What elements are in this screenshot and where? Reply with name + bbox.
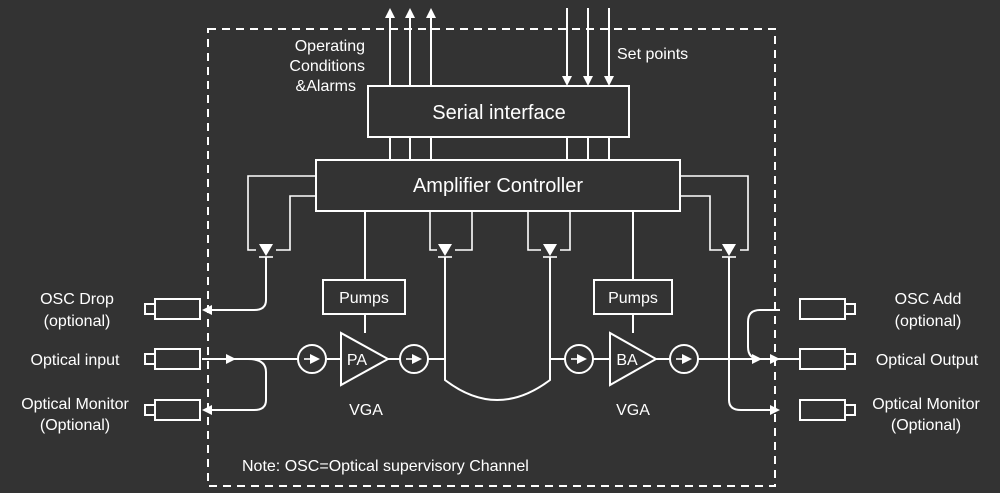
pumps-left-label: Pumps bbox=[339, 290, 389, 307]
osc-drop-label-2: (optional) bbox=[44, 313, 111, 330]
osc-drop-label-1: OSC Drop bbox=[40, 291, 114, 308]
module-boundary bbox=[207, 28, 776, 487]
isolator-4 bbox=[669, 344, 699, 374]
internal-bus-lines bbox=[389, 137, 610, 160]
set-points-label: Set points bbox=[617, 46, 688, 63]
pumps-right-box bbox=[593, 279, 673, 315]
connector-optical-monitor-left bbox=[144, 399, 201, 421]
output-tap-couplers bbox=[728, 276, 780, 415]
pa-amplifier bbox=[340, 331, 391, 387]
photodiode-right-inner bbox=[527, 211, 571, 356]
photodiode-left-inner bbox=[429, 211, 473, 356]
set-point-input-arrows bbox=[562, 8, 614, 86]
isolator-2 bbox=[399, 344, 429, 374]
connector-optical-output bbox=[799, 348, 856, 370]
amplifier-controller-box bbox=[315, 159, 681, 212]
optical-monitor-right-label-1: Optical Monitor bbox=[872, 396, 980, 413]
connector-osc-add bbox=[799, 298, 856, 320]
optical-input-label: Optical input bbox=[31, 352, 120, 369]
vga-right-label: VGA bbox=[616, 402, 650, 419]
input-tap-couplers bbox=[202, 276, 267, 415]
interstage-fiber-arc bbox=[444, 356, 551, 401]
photodiode-left-outer bbox=[247, 175, 316, 276]
isolator-1 bbox=[297, 344, 327, 374]
optical-monitor-left-label-2: (Optional) bbox=[40, 417, 110, 434]
vga-left-label: VGA bbox=[349, 402, 383, 419]
pa-label: PA bbox=[347, 352, 367, 369]
ba-label: BA bbox=[616, 352, 638, 369]
isolator-3 bbox=[564, 344, 594, 374]
osc-add-label-1: OSC Add bbox=[895, 291, 962, 308]
ba-amplifier bbox=[609, 331, 659, 387]
status-output-arrows bbox=[385, 8, 436, 86]
optical-output-label: Optical Output bbox=[876, 352, 979, 369]
optical-monitor-right-label-2: (Optional) bbox=[891, 417, 961, 434]
amplifier-controller-label: Amplifier Controller bbox=[413, 175, 583, 197]
connector-optical-input bbox=[144, 348, 201, 370]
footnote: Note: OSC=Optical supervisory Channel bbox=[242, 458, 529, 475]
serial-interface-label: Serial interface bbox=[432, 102, 565, 124]
operating-conditions-label-2: Conditions bbox=[289, 58, 365, 75]
operating-conditions-label-1: Operating bbox=[295, 38, 365, 55]
pumps-left-box bbox=[322, 279, 406, 315]
photodiode-right-outer bbox=[680, 175, 749, 276]
optical-monitor-left-label-1: Optical Monitor bbox=[21, 396, 129, 413]
connector-optical-monitor-right bbox=[799, 399, 856, 421]
connector-osc-drop bbox=[144, 298, 201, 320]
serial-interface-box bbox=[367, 85, 630, 138]
osc-add-label-2: (optional) bbox=[895, 313, 962, 330]
pumps-right-label: Pumps bbox=[608, 290, 658, 307]
operating-conditions-label-3: &Alarms bbox=[296, 78, 356, 95]
